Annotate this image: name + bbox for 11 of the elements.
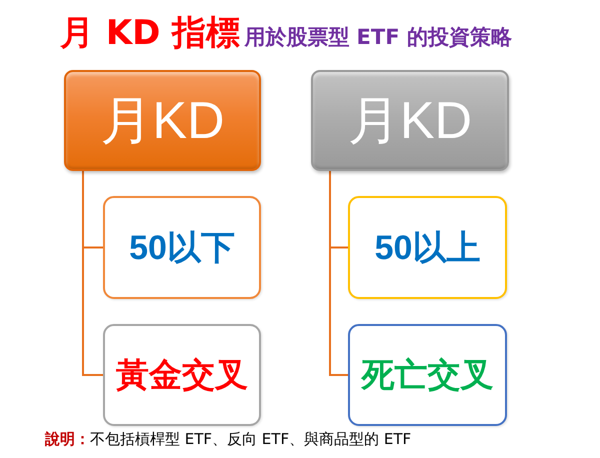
signal-box: 黃金交叉	[103, 324, 261, 426]
heading-box: 月KD	[64, 70, 261, 171]
condition-box: 50以下	[103, 196, 261, 299]
connector-line	[329, 171, 348, 376]
footnote: 說明：不包括槓桿型 ETF、反向 ETF、與商品型的 ETF	[45, 430, 412, 449]
signal-box: 死亡交叉	[348, 324, 507, 426]
subtitle: 用於股票型 ETF 的投資策略	[244, 24, 512, 51]
connector-line	[82, 171, 103, 376]
condition-box: 50以上	[348, 196, 507, 299]
title: 月 KD 指標	[60, 12, 240, 55]
heading-box: 月KD	[311, 70, 509, 171]
